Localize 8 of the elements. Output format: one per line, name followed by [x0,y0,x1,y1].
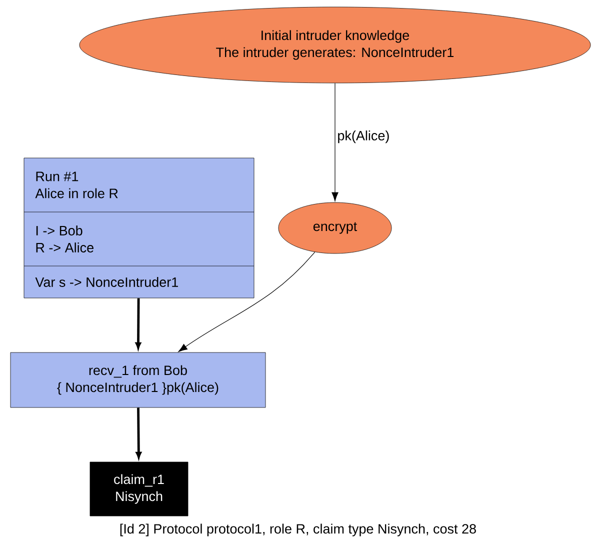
arrow [178,252,316,352]
claim-box: claim_r1 Nisynch [90,462,188,516]
run-box: Run #1 Alice in role R I -> Bob R -> Alice Var s -> NonceIntruder1 [24,158,254,298]
arrow [135,298,142,349]
edge-label: pk(Alice) [338,130,389,144]
arrow [332,82,338,202]
event-box: recv_1 from Bob { NonceIntruder1 }pk(Alice) [10,352,266,408]
caption: [Id 2] Protocol protocol1, role R, claim type Nisynch, cost 28 [120,524,476,536]
